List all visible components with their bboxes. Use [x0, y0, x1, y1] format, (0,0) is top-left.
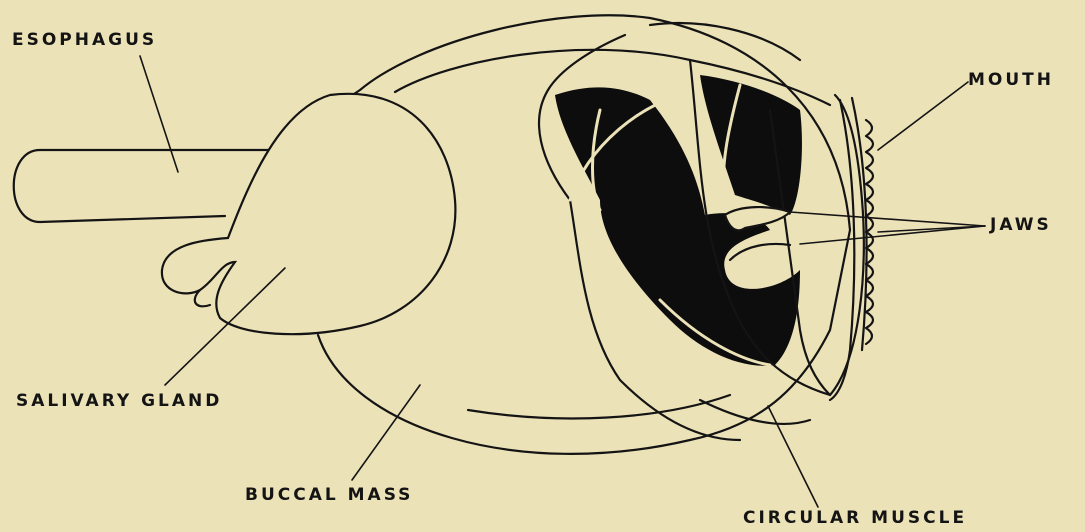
label-jaws: JAWS [990, 217, 1052, 234]
salivary-gland-notch [195, 290, 210, 306]
leader-circular-muscle [768, 406, 818, 507]
mouth-scallop [866, 120, 873, 344]
leader-buccal-mass [352, 385, 420, 480]
label-buccal-mass: BUCCAL MASS [245, 487, 413, 504]
leader-esophagus [140, 56, 178, 172]
leader-jaws-upper [790, 212, 985, 226]
label-mouth: MOUTH [968, 72, 1054, 89]
buccal-inner-upper-line [395, 50, 690, 92]
label-esophagus: ESOPHAGUS [12, 32, 157, 49]
dark-cavity-upper [700, 75, 802, 215]
salivary-gland [162, 94, 456, 334]
circular-muscle-ring-4 [700, 400, 810, 424]
leader-mouth [878, 82, 968, 150]
circular-muscle-ring-2 [650, 23, 800, 60]
lower-jaw [730, 244, 790, 260]
label-salivary-gland: SALIVARY GLAND [16, 393, 222, 410]
leader-jaws-lower [800, 226, 985, 244]
label-circular-muscle: CIRCULAR MUSCLE [743, 510, 967, 527]
buccal-inner-lower-line [468, 395, 730, 418]
